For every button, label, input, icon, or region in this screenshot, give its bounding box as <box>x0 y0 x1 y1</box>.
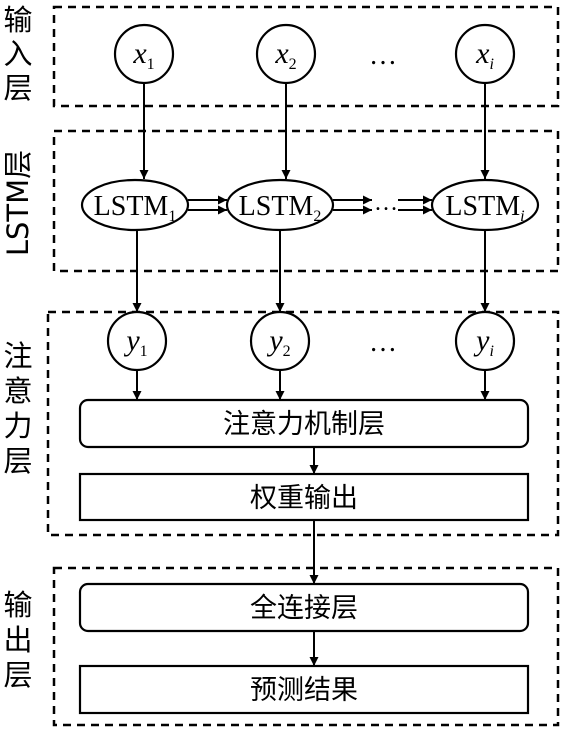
attention-mechanism-box <box>78 398 530 449</box>
attention-layer-label-2: 意 <box>3 374 32 408</box>
input-label-i: xi <box>475 37 494 73</box>
output-ellipsis: … <box>369 327 397 358</box>
lstm-ellipsis: … <box>374 190 398 216</box>
output-layer-frame <box>52 566 560 727</box>
output-layer-label-2: 出 <box>3 623 32 657</box>
input-layer-label-3: 层 <box>3 71 32 105</box>
lstm-layer-label: LSTM层 <box>1 150 35 256</box>
lstm-cell-1 <box>80 178 190 232</box>
input-label-1: x1 <box>132 37 154 73</box>
weight-output-box <box>78 472 530 522</box>
attention-layer-frame <box>46 310 560 537</box>
fully-connected-box <box>78 582 530 633</box>
weight-output-label: 权重输出 <box>250 483 358 514</box>
input-layer-label-2: 入 <box>3 37 32 71</box>
output-label-1: y1 <box>123 324 147 360</box>
output-layer-label-1: 输 <box>3 588 32 622</box>
output-label-i: yi <box>473 324 494 360</box>
attention-layer-label-4: 层 <box>3 444 32 478</box>
input-layer-label-1: 输 <box>3 3 32 37</box>
lstm-cell-label-i: LSTMi <box>445 191 524 225</box>
input-label-2: x2 <box>274 37 296 73</box>
prediction-label: 预测结果 <box>250 675 358 706</box>
attention-layer-label-1: 注 <box>3 339 32 373</box>
attention-layer-label-3: 力 <box>3 409 32 443</box>
input-ellipsis: … <box>369 40 397 71</box>
attention-mechanism-label: 注意力机制层 <box>223 409 385 440</box>
fully-connected-label: 全连接层 <box>250 593 358 624</box>
lstm-cell-label-1: LSTM1 <box>94 191 177 225</box>
output-layer-label-3: 层 <box>3 658 32 692</box>
output-label-2: y2 <box>266 324 290 360</box>
lstm-layer-frame <box>52 129 560 273</box>
prediction-box <box>78 664 530 715</box>
input-layer-frame <box>52 5 560 108</box>
lstm-cell-label-2: LSTM2 <box>239 191 322 225</box>
